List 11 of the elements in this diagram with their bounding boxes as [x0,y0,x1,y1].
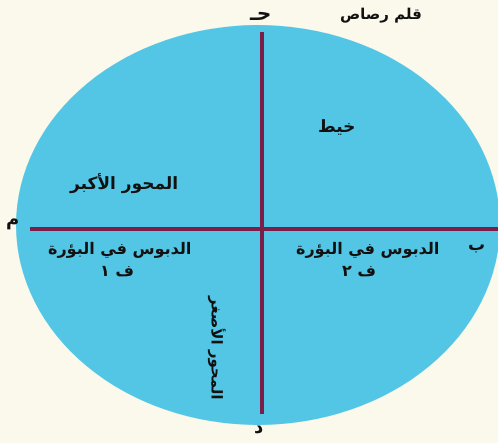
focus-label: ف ٢ [342,262,376,280]
axis-label: المحور الأصغر [208,296,224,400]
focus-label: ف ١ [100,262,134,280]
pin-label: الدبوس في البؤرة [296,240,440,258]
point-label: د [254,418,264,438]
pencil-label: قلم رصاص [340,6,422,22]
point-label: حـ [250,2,272,24]
point-label: ب [468,236,486,255]
axis-label: المحور الأكبر [70,175,178,194]
pin-label: الدبوس في البؤرة [48,240,192,258]
string-label: خيط [318,118,356,137]
